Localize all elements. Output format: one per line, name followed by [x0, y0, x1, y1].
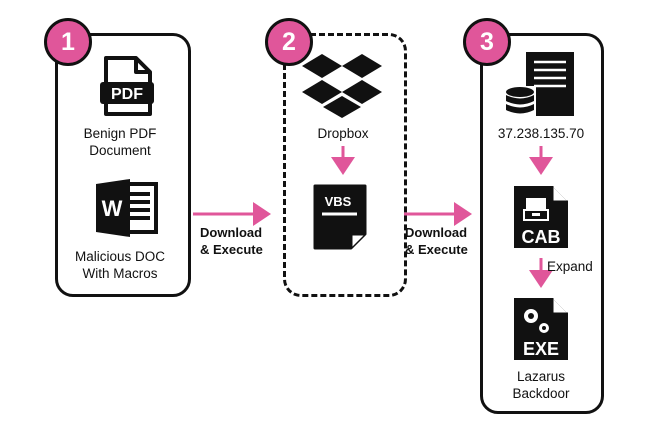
arrow2-label-line2: & Execute	[405, 242, 468, 257]
step-3-badge: 3	[463, 18, 511, 66]
word-document-icon: W	[96, 179, 158, 237]
arrow1-label: Download & Execute	[200, 224, 263, 258]
backdoor-label-line1: Lazarus	[516, 369, 566, 384]
pdf-document-icon: PDF	[100, 56, 154, 116]
pdf-label-line2: Document	[89, 143, 151, 158]
pdf-label-line1: Benign PDF	[83, 126, 157, 141]
dropbox-icon	[302, 54, 382, 118]
backdoor-label-line2: Backdoor	[512, 386, 570, 401]
step-2-badge: 2	[265, 18, 313, 66]
arrow1-label-line1: Download	[200, 225, 263, 240]
word-icon-letter: W	[102, 196, 123, 221]
pdf-document-label: Benign PDF Document	[70, 125, 170, 159]
pdf-icon-label: PDF	[111, 86, 143, 103]
expand-label: Expand	[547, 259, 593, 274]
vbs-icon-label: VBS	[325, 194, 352, 209]
arrow2-label: Download & Execute	[405, 224, 468, 258]
backdoor-label: Lazarus Backdoor	[484, 368, 598, 402]
exe-icon-label: EXE	[523, 339, 559, 359]
server-ip-label: 37.238.135.70	[497, 126, 585, 141]
exe-file-icon: EXE	[514, 298, 568, 360]
server-icon	[504, 52, 574, 116]
arrow1-label-line2: & Execute	[200, 242, 263, 257]
doc-label-line2: With Macros	[82, 266, 158, 281]
step-1-badge: 1	[44, 18, 92, 66]
arrow2-label-line1: Download	[405, 225, 468, 240]
cab-icon-label: CAB	[522, 227, 561, 247]
cab-file-icon: CAB	[514, 186, 568, 248]
dropbox-label: Dropbox	[317, 126, 369, 141]
vbs-file-icon: VBS	[313, 184, 367, 250]
doc-label-line1: Malicious DOC	[74, 249, 166, 264]
doc-label: Malicious DOC With Macros	[70, 248, 170, 282]
